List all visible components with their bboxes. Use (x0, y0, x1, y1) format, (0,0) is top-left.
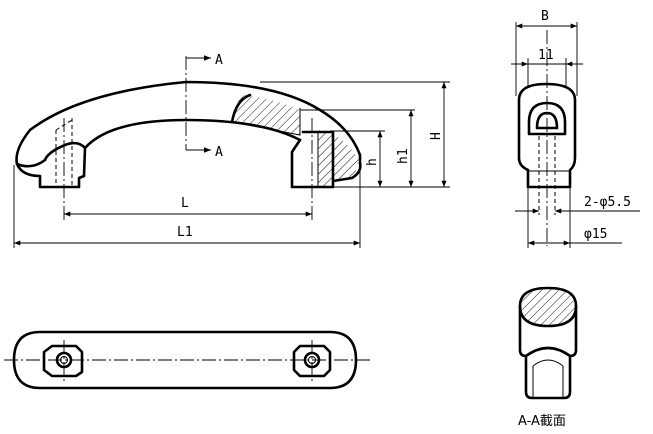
front-section-edge (230, 93, 252, 124)
handle-outer-arch (15, 80, 362, 166)
side-view-outline (517, 82, 577, 189)
dim-label-L: L (181, 196, 189, 211)
section-aa-caption: A-A截面 (518, 414, 566, 429)
dim-label-h1: h1 (396, 148, 411, 164)
front-view: A A L L1 h h1 H (13, 53, 450, 248)
dim-label-h: h (365, 158, 380, 166)
dim-label-H: H (429, 132, 444, 140)
dim-label-11: 11 (538, 48, 554, 63)
top-view-outline (12, 330, 358, 390)
front-section-hatch-leg (318, 130, 360, 186)
top-view (4, 330, 370, 390)
section-aa-view: A-A截面 (518, 286, 578, 429)
left-boss-outline (42, 344, 84, 378)
section-aa-notch-inner (532, 359, 564, 367)
section-label-bottom: A (215, 145, 223, 160)
handle-right-inner (301, 130, 335, 182)
section-label-top: A (215, 53, 223, 68)
dim-label-hole: 2-φ5.5 (584, 195, 631, 210)
dim-label-L1: L1 (177, 225, 193, 240)
section-aa-hatch (520, 288, 576, 326)
handle-left-end (15, 141, 87, 189)
dim-label-B: B (541, 9, 549, 24)
dim-label-dia15: φ15 (584, 227, 607, 242)
right-boss-outline (292, 344, 332, 378)
section-aa-notch (524, 346, 572, 358)
front-section-divider (231, 108, 301, 136)
section-aa-body (518, 304, 578, 400)
side-view: B 11 2-φ5.5 φ15 (511, 9, 640, 248)
